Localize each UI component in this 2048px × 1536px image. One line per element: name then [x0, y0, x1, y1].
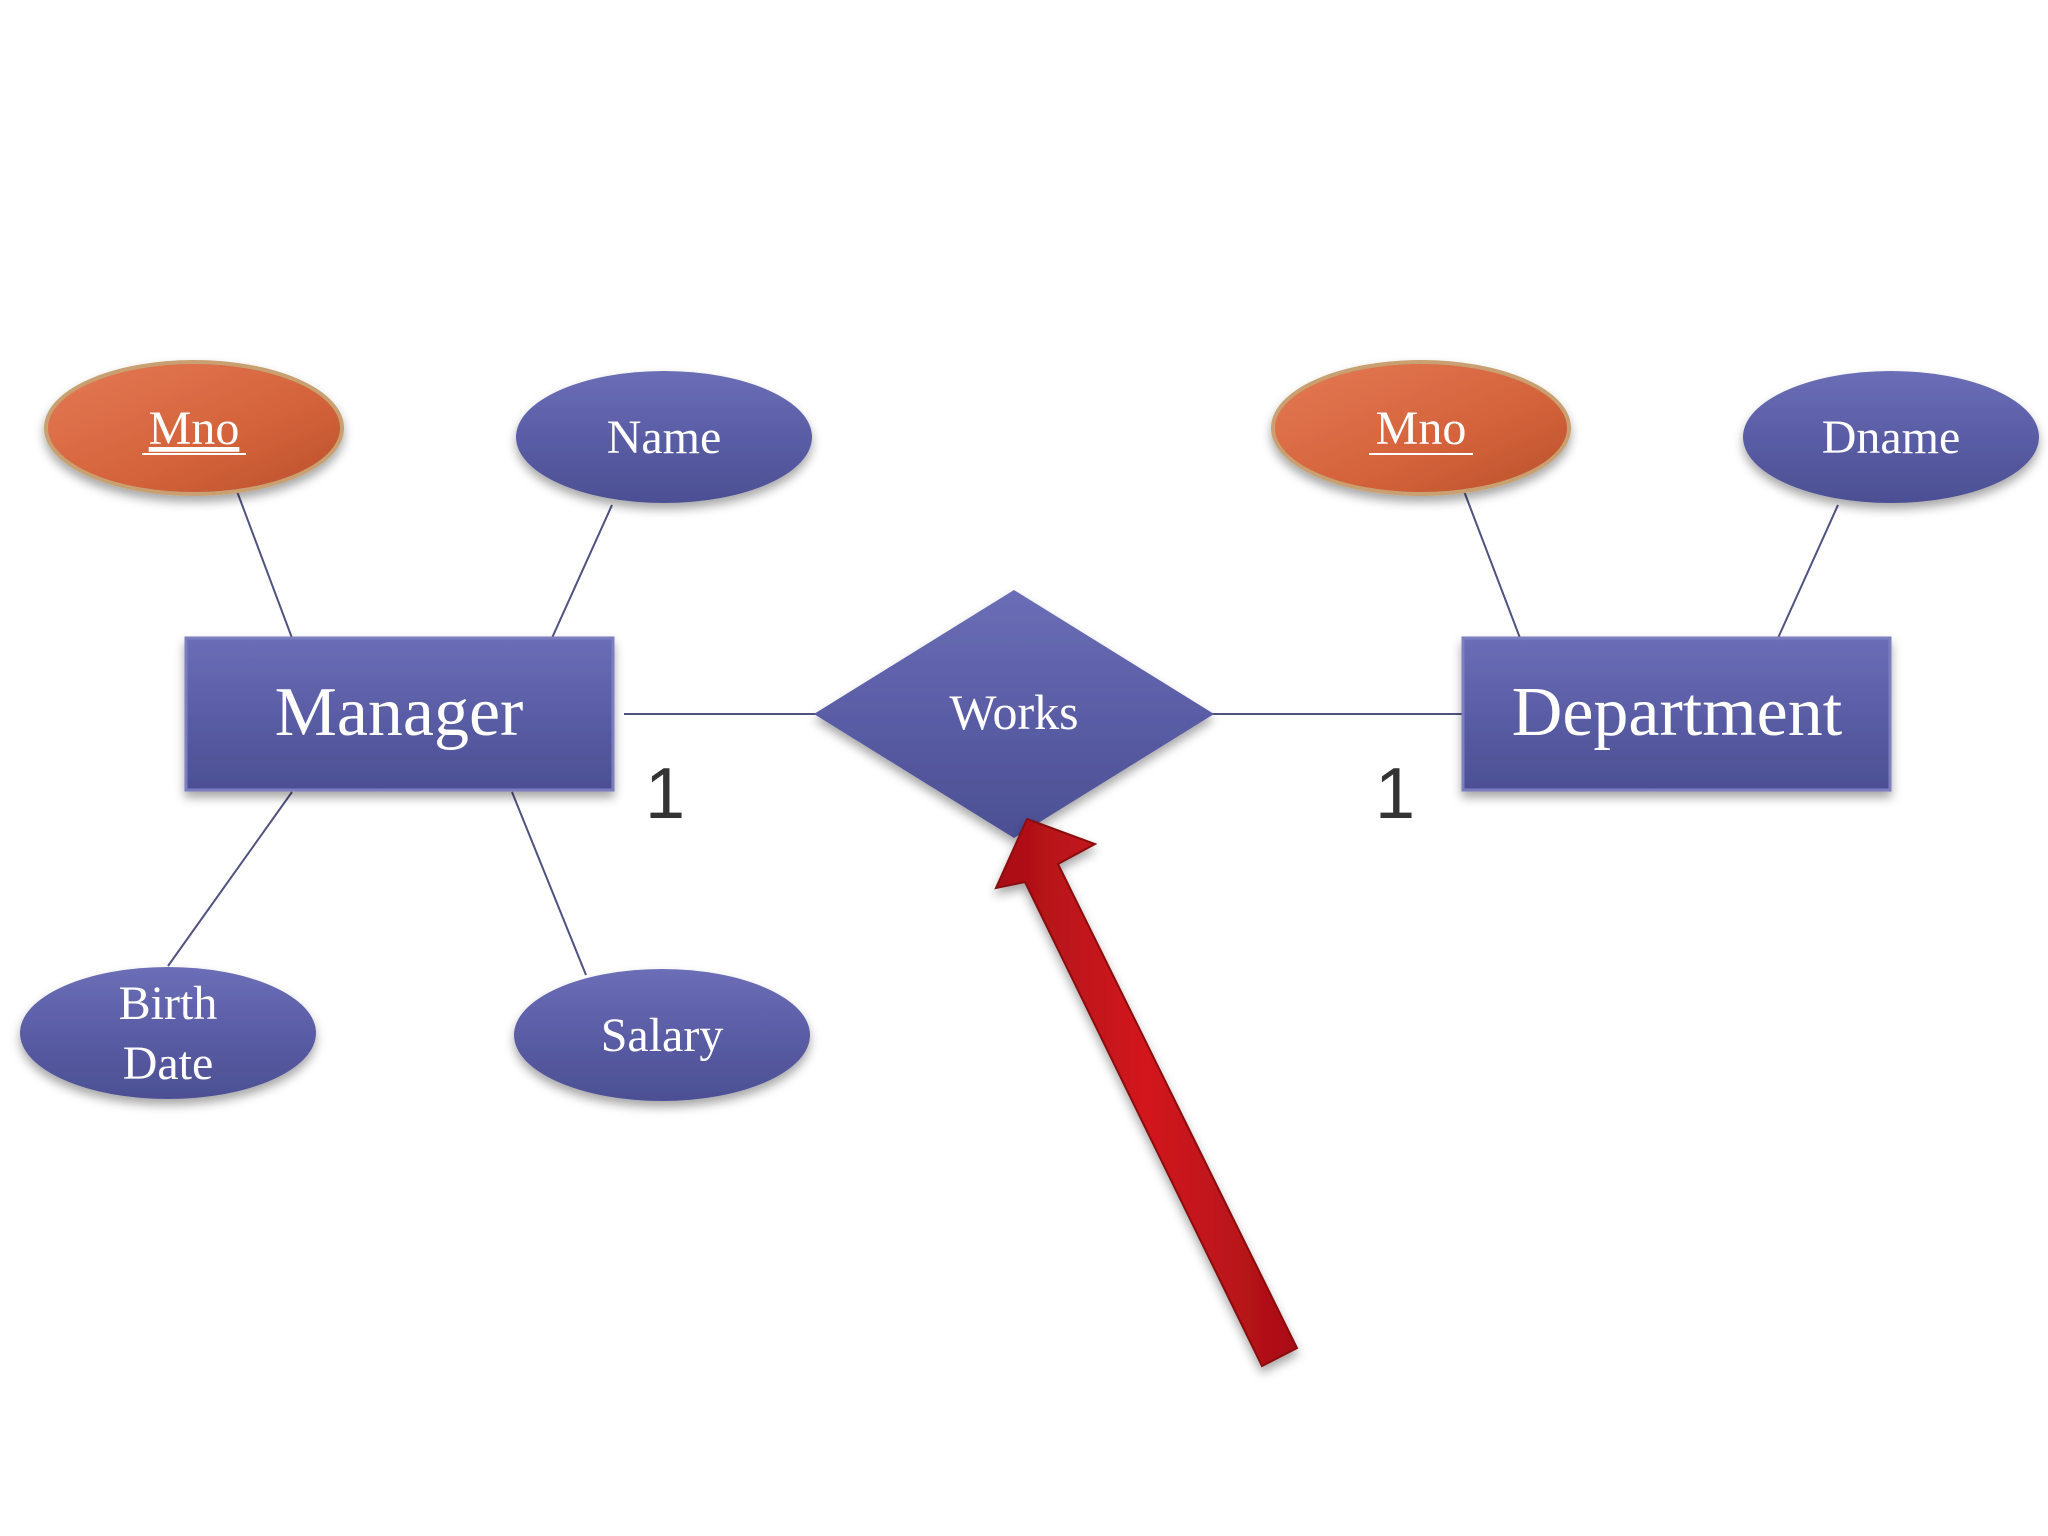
- attribute-label-line2: Date: [123, 1037, 214, 1090]
- relationship-label: Works: [949, 684, 1078, 740]
- connector-manager-mno: [231, 477, 293, 639]
- connector-manager-name: [551, 504, 613, 639]
- attribute-label: Name: [607, 411, 722, 464]
- relationship-works: Works: [814, 590, 1214, 838]
- cardinality-department: 1: [1375, 754, 1415, 834]
- entity-manager: Manager: [184, 636, 615, 792]
- attribute-manager-name: Name: [516, 371, 812, 503]
- attribute-label: Mno: [1376, 402, 1467, 455]
- entity-label: Department: [1512, 674, 1843, 751]
- attribute-label: Mno: [149, 402, 240, 455]
- attribute-manager-mno: Mno: [44, 360, 344, 496]
- attribute-label: Salary: [601, 1009, 724, 1062]
- attribute-label: Dname: [1822, 411, 1961, 464]
- attribute-label-line1: Birth: [119, 977, 218, 1030]
- cardinality-manager: 1: [645, 754, 685, 834]
- attribute-manager-birth-date: Birth Date: [20, 967, 316, 1099]
- attribute-manager-salary: Salary: [514, 969, 810, 1101]
- connector-lines: [167, 477, 1839, 976]
- attribute-department-dname: Dname: [1743, 371, 2039, 503]
- connector-manager-birth-date: [167, 791, 293, 967]
- red-arrow-icon: [994, 817, 1299, 1368]
- entity-label: Manager: [275, 674, 524, 751]
- connector-department-mno: [1458, 477, 1521, 639]
- attribute-department-mno: Mno: [1271, 360, 1571, 496]
- connector-department-dname: [1777, 504, 1839, 639]
- entity-department: Department: [1461, 636, 1892, 792]
- connector-manager-salary: [511, 791, 587, 976]
